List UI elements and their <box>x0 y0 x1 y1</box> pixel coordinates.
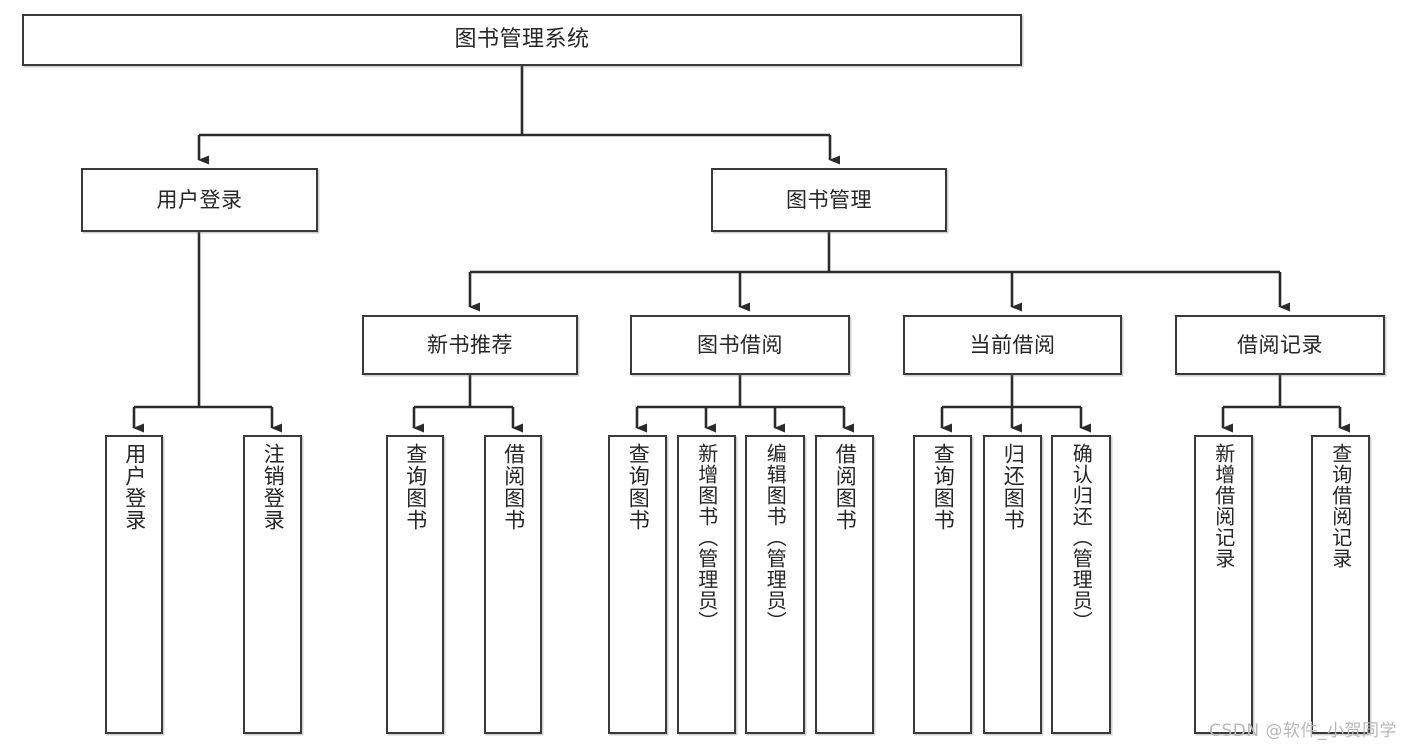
node-label: 查询图书 <box>626 443 651 531</box>
leaf-edit-book-admin[interactable]: 编辑图书（管理员） <box>745 435 805 734</box>
node-book-management[interactable]: 图书管理 <box>711 168 947 232</box>
node-user-login[interactable]: 用户登录 <box>81 168 318 232</box>
node-label: 图书管理系统 <box>454 27 590 53</box>
node-label: 图书管理 <box>786 187 872 212</box>
node-label: 新增借阅记录 <box>1211 443 1236 569</box>
node-label: 新增图书（管理员） <box>694 443 719 632</box>
node-label: 编辑图书（管理员） <box>763 443 788 632</box>
node-label: 当前借阅 <box>969 332 1056 357</box>
node-label: 用户登录 <box>156 187 243 212</box>
leaf-borrow-book-recommend[interactable]: 借阅图书 <box>484 435 542 734</box>
node-label: 查询图书 <box>931 443 956 531</box>
leaf-confirm-return-admin[interactable]: 确认归还（管理员） <box>1051 435 1111 734</box>
leaf-user-logout[interactable]: 注销登录 <box>243 435 302 734</box>
node-label: 用户登录 <box>122 443 147 531</box>
node-current-borrowing[interactable]: 当前借阅 <box>903 315 1122 375</box>
node-label: 新书推荐 <box>427 332 513 357</box>
csdn-watermark: CSDN @软件_小贺同学 <box>1209 721 1397 741</box>
node-label: 归还图书 <box>1001 443 1026 531</box>
node-new-book-recommendation[interactable]: 新书推荐 <box>362 315 578 375</box>
node-book-borrowing[interactable]: 图书借阅 <box>630 315 850 375</box>
node-label: 确认归还（管理员） <box>1069 443 1094 632</box>
leaf-borrow-book[interactable]: 借阅图书 <box>815 435 874 734</box>
node-label: 查询图书 <box>403 443 428 531</box>
leaf-query-book-current[interactable]: 查询图书 <box>913 435 972 734</box>
node-label: 查询借阅记录 <box>1328 443 1353 569</box>
leaf-query-book-recommend[interactable]: 查询图书 <box>386 435 444 734</box>
node-label: 注销登录 <box>261 443 286 531</box>
leaf-return-book[interactable]: 归还图书 <box>983 435 1042 734</box>
node-label: 图书借阅 <box>697 332 783 357</box>
leaf-add-book-admin[interactable]: 新增图书（管理员） <box>677 435 736 734</box>
node-borrowing-record[interactable]: 借阅记录 <box>1175 315 1385 375</box>
node-book-management-system[interactable]: 图书管理系统 <box>22 14 1022 66</box>
node-label: 借阅记录 <box>1237 332 1323 357</box>
node-label: 借阅图书 <box>501 443 526 531</box>
leaf-add-borrow-record[interactable]: 新增借阅记录 <box>1194 435 1253 734</box>
leaf-query-borrow-record[interactable]: 查询借阅记录 <box>1311 435 1370 734</box>
node-label: 借阅图书 <box>833 443 858 531</box>
leaf-user-login[interactable]: 用户登录 <box>105 435 163 734</box>
leaf-query-book-borrow[interactable]: 查询图书 <box>608 435 667 734</box>
